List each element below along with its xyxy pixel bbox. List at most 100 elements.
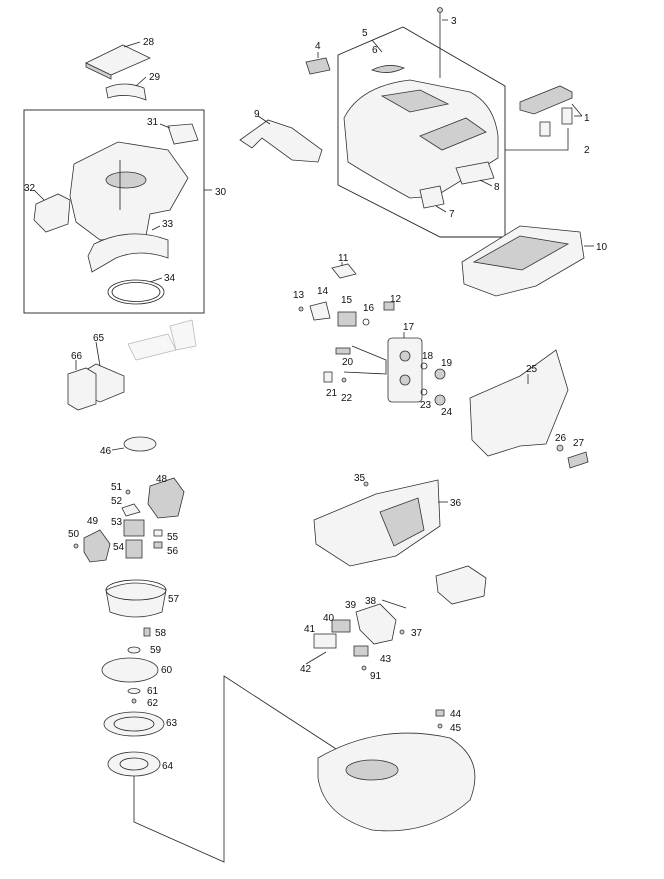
- part-label-37: 37: [411, 628, 423, 639]
- parts-23-24: [420, 388, 446, 406]
- leader-29: [135, 76, 147, 87]
- part-label-40: 40: [323, 613, 335, 624]
- leader-2-line: [505, 128, 569, 151]
- leader-31: [159, 123, 171, 129]
- part-12: [383, 301, 395, 311]
- leader-28: [123, 41, 141, 48]
- part-27-shape: [567, 451, 589, 469]
- parts-37-43: [305, 599, 407, 671]
- part-50: [73, 543, 79, 549]
- part-16-ring: [362, 318, 370, 326]
- part-53-shape: [123, 519, 145, 537]
- part-label-10: 10: [596, 242, 608, 253]
- part-24-knob: [434, 394, 446, 406]
- part-60-disc: [101, 657, 159, 683]
- leader-20: [343, 345, 387, 375]
- part-10-top: [472, 235, 570, 271]
- part-66-shape: [67, 367, 97, 411]
- part-label-1: 1: [584, 113, 590, 124]
- part-2-spring-a: [539, 121, 551, 137]
- part-29-shape: [105, 83, 147, 101]
- part-label-41: 41: [304, 624, 316, 635]
- part-17-knob-hole-b: [399, 374, 411, 386]
- part-42-pin: [305, 651, 327, 665]
- pcb-module-shape: [435, 565, 487, 605]
- parts-51-52: [121, 489, 141, 517]
- part-label-48: 48: [156, 474, 168, 485]
- part-57: [105, 579, 167, 618]
- part-59: [127, 646, 141, 654]
- part-31-shape: [167, 123, 199, 145]
- parts-44-45: [435, 709, 445, 729]
- part-3: [437, 7, 448, 78]
- parts-26-27: [556, 444, 589, 469]
- leader-1: [571, 103, 583, 117]
- part-label-6: 6: [372, 45, 378, 56]
- part-1: [519, 85, 583, 117]
- part-label-39: 39: [345, 600, 357, 611]
- part-19-knob: [434, 368, 446, 380]
- part-32: [33, 189, 71, 233]
- part-25-shape: [469, 349, 569, 457]
- part-36: [313, 479, 448, 567]
- housing-top-recess: [380, 89, 450, 113]
- part-15: [337, 311, 357, 327]
- parts-53-56: [123, 519, 163, 559]
- part-13: [298, 306, 304, 312]
- ghost-block-2: [169, 319, 197, 351]
- leader-9: [257, 115, 271, 125]
- part-46: [111, 436, 157, 452]
- part-label-15: 15: [341, 295, 353, 306]
- part-13-screw: [298, 306, 304, 312]
- part-18-ring: [420, 362, 428, 370]
- part-26-screw: [556, 444, 564, 452]
- part-label-28: 28: [143, 37, 155, 48]
- leader-32: [33, 189, 45, 201]
- part-label-59: 59: [150, 645, 162, 656]
- part-31: [159, 123, 199, 145]
- frame-rect: [23, 109, 205, 314]
- part-label-61: 61: [147, 686, 159, 697]
- part-46-ring: [123, 436, 157, 452]
- part-label-8: 8: [494, 182, 500, 193]
- part-64-cup: [107, 751, 161, 777]
- part-33-shape: [87, 233, 169, 273]
- part-64: [107, 751, 161, 777]
- part-label-66: 66: [71, 351, 83, 362]
- part-label-17: 17: [403, 322, 415, 333]
- part-32-shape: [33, 193, 71, 233]
- part-2-spring-b: [561, 107, 573, 125]
- part-label-35: 35: [354, 473, 366, 484]
- part-label-25: 25: [526, 364, 538, 375]
- part-63: [103, 711, 165, 737]
- part-label-19: 19: [441, 358, 453, 369]
- part-label-50: 50: [68, 529, 80, 540]
- part-45-shape: [437, 723, 443, 729]
- part-14: [309, 301, 331, 321]
- leader-65: [95, 341, 101, 367]
- part-22-shape: [341, 377, 347, 383]
- leader-33: [151, 225, 161, 231]
- part-label-18: 18: [422, 351, 434, 362]
- part-label-11: 11: [338, 253, 349, 264]
- part-14-shape: [309, 301, 331, 321]
- part-label-43: 43: [380, 654, 392, 665]
- base-center-hole: [345, 759, 399, 781]
- part-label-24: 24: [441, 407, 453, 418]
- part-91-screw: [361, 665, 367, 671]
- part-34-ring-outer: [107, 279, 165, 305]
- part-label-58: 58: [155, 628, 167, 639]
- part-34-ring-inner: [111, 282, 161, 302]
- part-49-shape: [83, 529, 111, 563]
- part-label-60: 60: [161, 665, 173, 676]
- part-label-16: 16: [363, 303, 375, 314]
- part-label-45: 45: [450, 723, 462, 734]
- part-label-2: 2: [584, 145, 590, 156]
- part-17-knob-hole-a: [399, 350, 411, 362]
- part-17: [387, 332, 423, 403]
- leader-8: [479, 179, 493, 187]
- part-label-29: 29: [149, 72, 161, 83]
- part-label-13: 13: [293, 290, 305, 301]
- part-34: [107, 277, 165, 305]
